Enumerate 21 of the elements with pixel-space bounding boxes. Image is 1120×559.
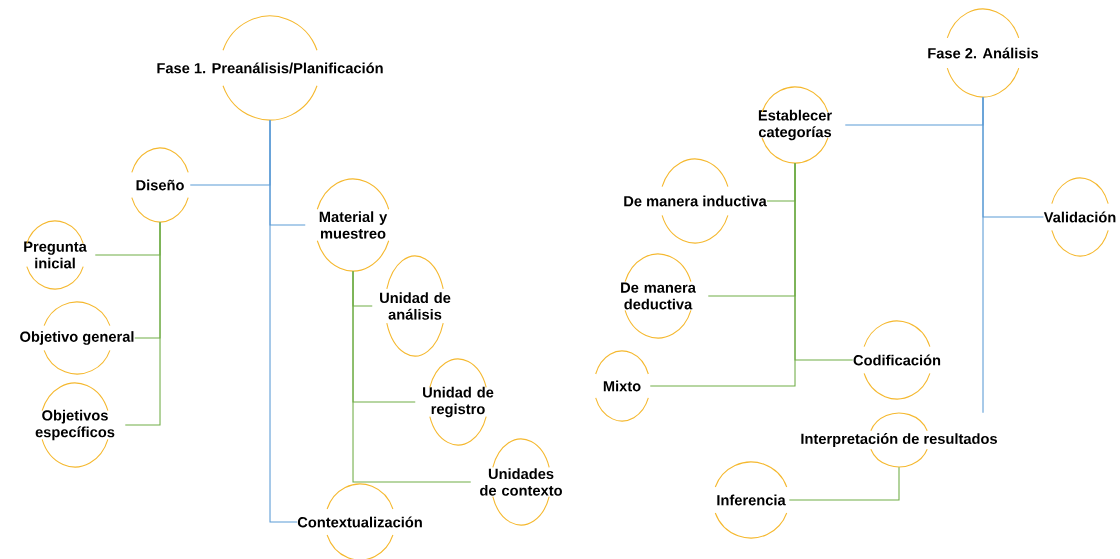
bubble-label: Objetivo general	[20, 301, 134, 375]
bubble-label: Codificación	[853, 320, 941, 400]
bubble-label: Fase 1. Preanálisis/Planificación	[157, 15, 383, 121]
bubble-label: Material y muestreo	[316, 178, 390, 272]
bubble-label: De manera deductiva	[621, 253, 696, 339]
connector-line	[788, 466, 900, 501]
bubble-label: Diseño	[131, 147, 189, 223]
bubble-label: Objetivos específicos	[35, 382, 115, 468]
bubble-label: Inferencia	[714, 461, 788, 539]
connector-line	[269, 119, 298, 523]
bubble-label: Interpretación de resultados	[801, 412, 997, 468]
bubble-label: Validación	[1043, 177, 1116, 257]
connector-line	[352, 270, 472, 483]
bubble-label: Contextualización	[297, 483, 422, 559]
bubble-label: Fase 2. Análisis	[928, 8, 1039, 98]
connector-line	[649, 162, 796, 387]
bubble-label: Pregunta inicial	[24, 220, 87, 290]
connector-line	[124, 221, 161, 426]
bubble-label: Mixto	[595, 350, 649, 422]
connector-line	[982, 96, 984, 414]
bubble-label: Establecer categorías	[758, 86, 832, 164]
